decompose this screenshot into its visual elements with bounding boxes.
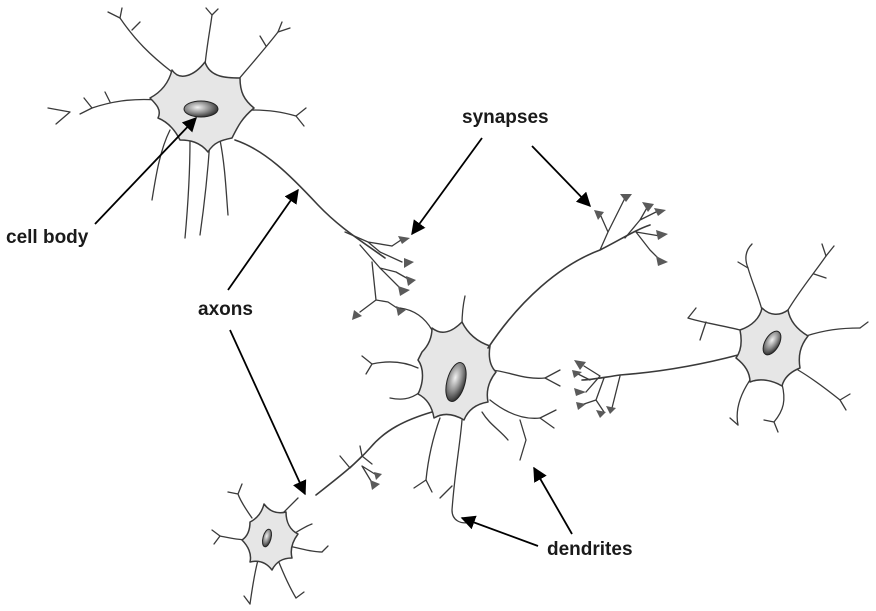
annotation-arrows [95,118,590,546]
nucleus-top-left [184,101,218,117]
axon-right-to-center [582,355,738,380]
axon-terminals-top-left [345,232,416,320]
label-synapses: synapses [462,108,549,127]
axon-terminals-center-lower [340,446,382,490]
arrow-synapses-left [412,138,482,234]
neuron-bottom-left [212,484,328,604]
arrow-dendrites-right [534,468,572,534]
arrow-axons-upper [228,190,298,290]
axon-center-to-right [488,225,650,348]
arrow-synapses-right [532,146,590,206]
neuron-right [572,244,868,432]
arrow-dendrites-left [462,518,538,546]
label-cell-body: cell body [6,228,88,247]
neuron-top-left [48,8,416,320]
axon-terminals-right [572,360,620,418]
label-dendrites: dendrites [547,540,633,559]
axon-terminals-center-upper-right [594,194,668,266]
arrow-cell-body [95,118,196,224]
label-axons: axons [198,300,253,319]
arrow-axons-lower [230,330,305,494]
